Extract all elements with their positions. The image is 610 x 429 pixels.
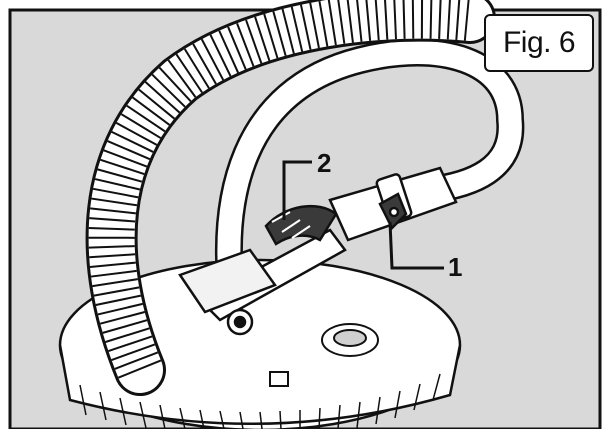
callout-number-1: 1 xyxy=(448,252,463,282)
flex-hose xyxy=(85,0,496,396)
callout-leaders xyxy=(282,160,444,270)
head-knob xyxy=(321,323,379,357)
figure-label: Fig. 6 xyxy=(484,14,594,72)
hose-clamp-knob xyxy=(378,192,408,231)
sanding-head xyxy=(58,258,462,429)
leader-line-2 xyxy=(282,160,312,220)
rigid-tube xyxy=(214,38,525,314)
head-switch xyxy=(269,371,289,387)
leader-line-1 xyxy=(388,221,444,270)
callout-number-2: 2 xyxy=(317,148,332,178)
